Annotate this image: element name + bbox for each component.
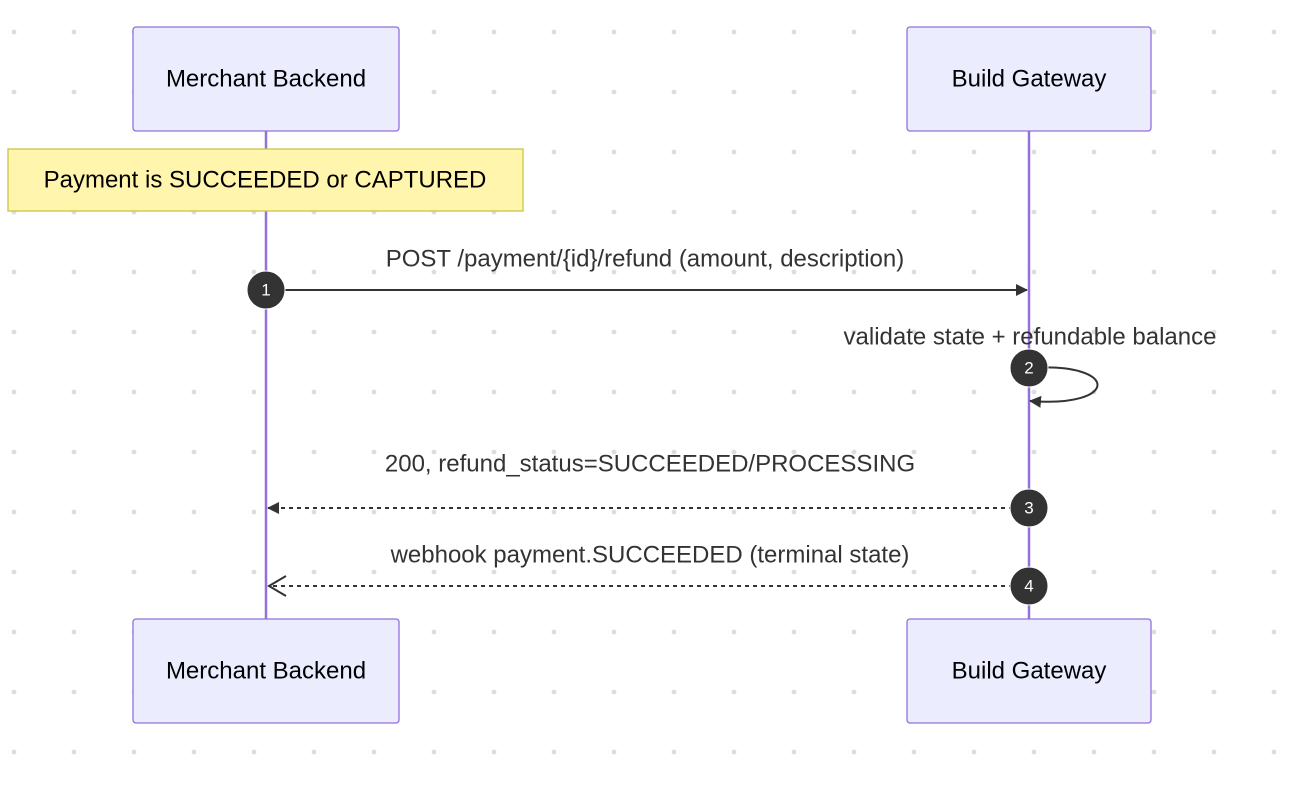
actor-label: Merchant Backend — [166, 65, 366, 92]
message-1-refund-request: POST /payment/{id}/refund (amount, descr… — [246, 245, 1028, 310]
actor-merchant-backend-bottom: Merchant Backend — [132, 618, 400, 724]
note-payment-state: Payment is SUCCEEDED or CAPTURED — [7, 148, 524, 212]
sequence-number: 4 — [1024, 576, 1033, 595]
actor-build-gateway-bottom: Build Gateway — [906, 618, 1152, 724]
message-2-validate: validate state + refundable balance 2 — [844, 323, 1217, 408]
message-3-refund-response: 200, refund_status=SUCCEEDED/PROCESSING … — [267, 450, 1049, 528]
sequence-number: 1 — [261, 280, 270, 299]
sequence-number-badge — [1009, 348, 1049, 388]
message-label: webhook payment.SUCCEEDED (terminal stat… — [390, 541, 910, 568]
actor-merchant-backend-top: Merchant Backend — [132, 26, 400, 132]
actor-label: Merchant Backend — [166, 657, 366, 684]
sequence-number-badge — [1009, 566, 1049, 606]
actor-build-gateway-top: Build Gateway — [906, 26, 1152, 132]
sequence-number: 2 — [1024, 358, 1033, 377]
sequence-number-badge — [1009, 488, 1049, 528]
message-4-webhook: webhook payment.SUCCEEDED (terminal stat… — [267, 541, 1049, 606]
sequence-number: 3 — [1024, 498, 1033, 517]
message-label: validate state + refundable balance — [844, 323, 1217, 350]
message-label: 200, refund_status=SUCCEEDED/PROCESSING — [385, 450, 915, 477]
open-arrowhead — [267, 575, 287, 597]
sequence-number-badge — [246, 270, 286, 310]
message-label: POST /payment/{id}/refund (amount, descr… — [386, 245, 905, 272]
actor-label: Build Gateway — [952, 657, 1107, 684]
actor-label: Build Gateway — [952, 65, 1107, 92]
self-message-arrow — [1029, 366, 1099, 408]
note-text: Payment is SUCCEEDED or CAPTURED — [44, 166, 487, 193]
